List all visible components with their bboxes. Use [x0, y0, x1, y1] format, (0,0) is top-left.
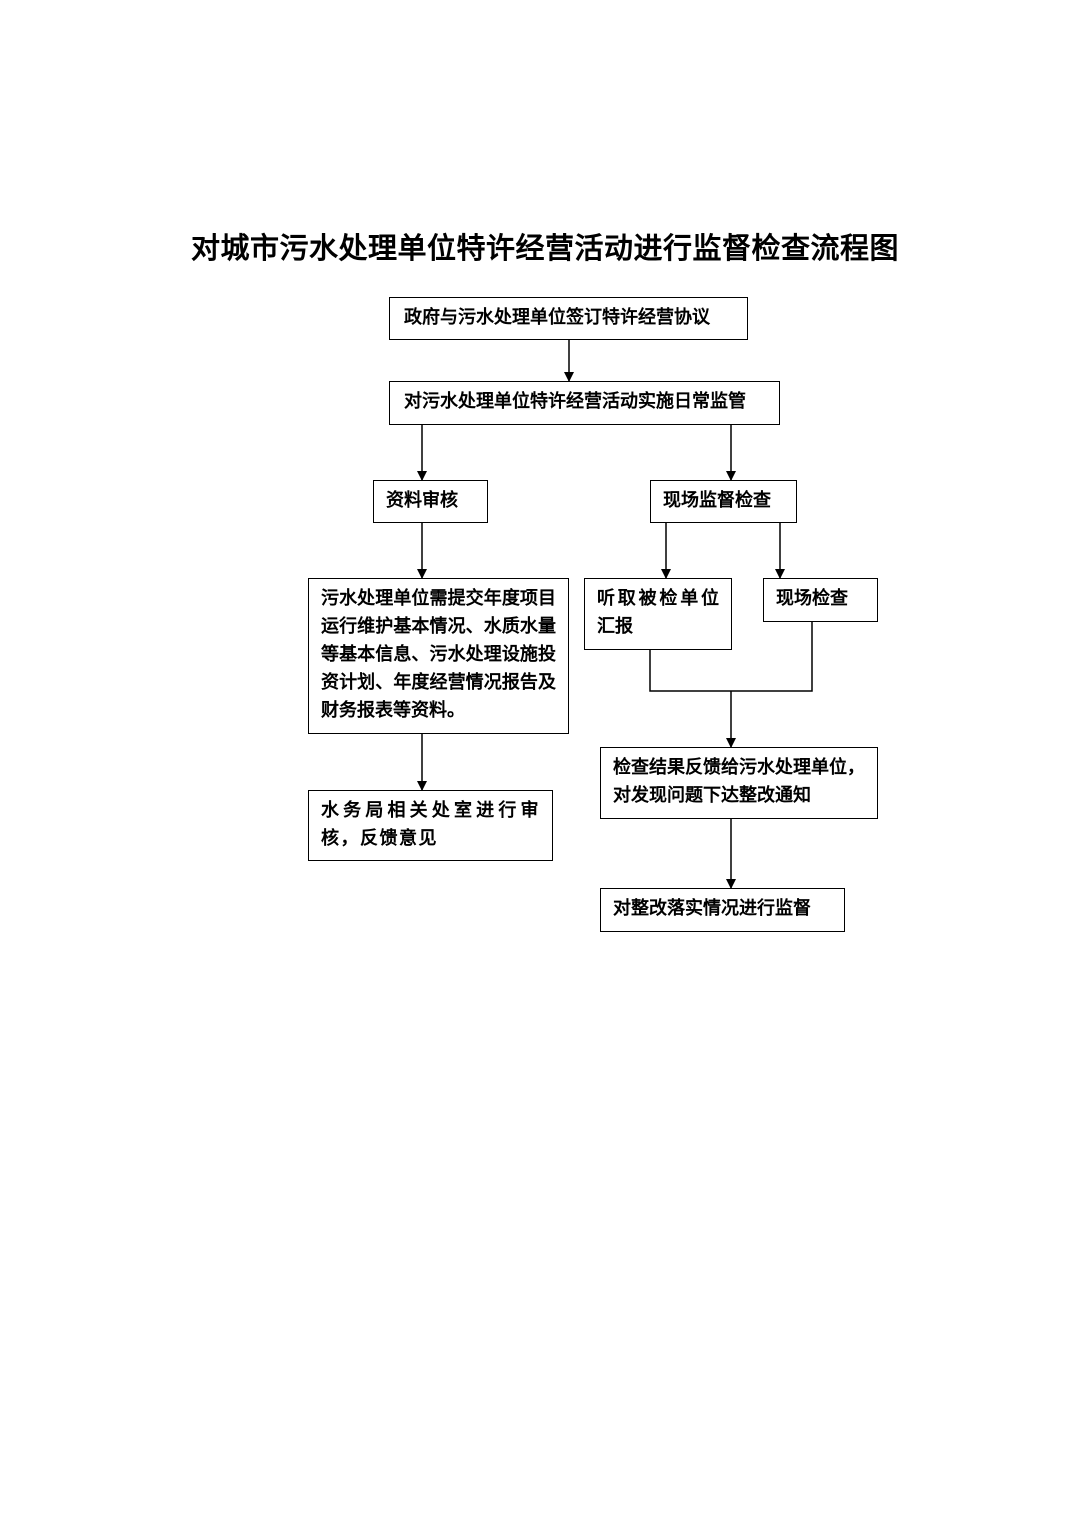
- diagram-title: 对城市污水处理单位特许经营活动进行监督检查流程图: [190, 231, 899, 265]
- node-feedback-results: 检查结果反馈给污水处理单位，对发现问题下达整改通知: [600, 747, 878, 819]
- node-agreement: 政府与污水处理单位签订特许经营协议: [389, 297, 748, 340]
- node-submit-materials: 污水处理单位需提交年度项目运行维护基本情况、水质水量等基本信息、污水处理设施投资…: [308, 578, 569, 734]
- node-onsite-supervision: 现场监督检查: [650, 480, 797, 523]
- node-bureau-review: 水务局相关处室进行审核，反馈意见: [308, 790, 553, 861]
- node-daily-supervision: 对污水处理单位特许经营活动实施日常监管: [389, 381, 780, 425]
- node-hear-report: 听取被检单位汇报: [584, 578, 732, 650]
- node-rectification-supervision: 对整改落实情况进行监督: [600, 888, 845, 932]
- node-onsite-inspection: 现场检查: [763, 578, 878, 622]
- node-document-review: 资料审核: [373, 480, 488, 523]
